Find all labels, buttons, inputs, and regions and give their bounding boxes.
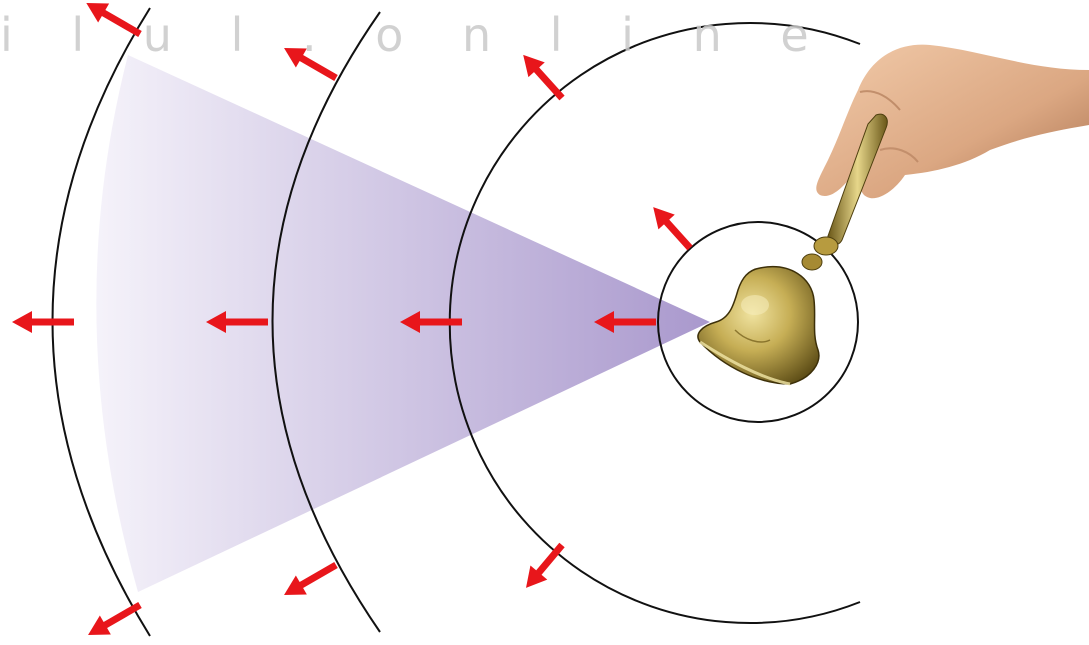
arrow-icon (88, 605, 140, 635)
arrow-icon (526, 545, 562, 588)
arrow-icon (12, 311, 74, 333)
arrow-icon (284, 565, 336, 595)
arrow-icon (653, 207, 690, 248)
bell-icon (698, 267, 819, 384)
watermark-text: i l u l . o n l i n e (0, 8, 831, 62)
